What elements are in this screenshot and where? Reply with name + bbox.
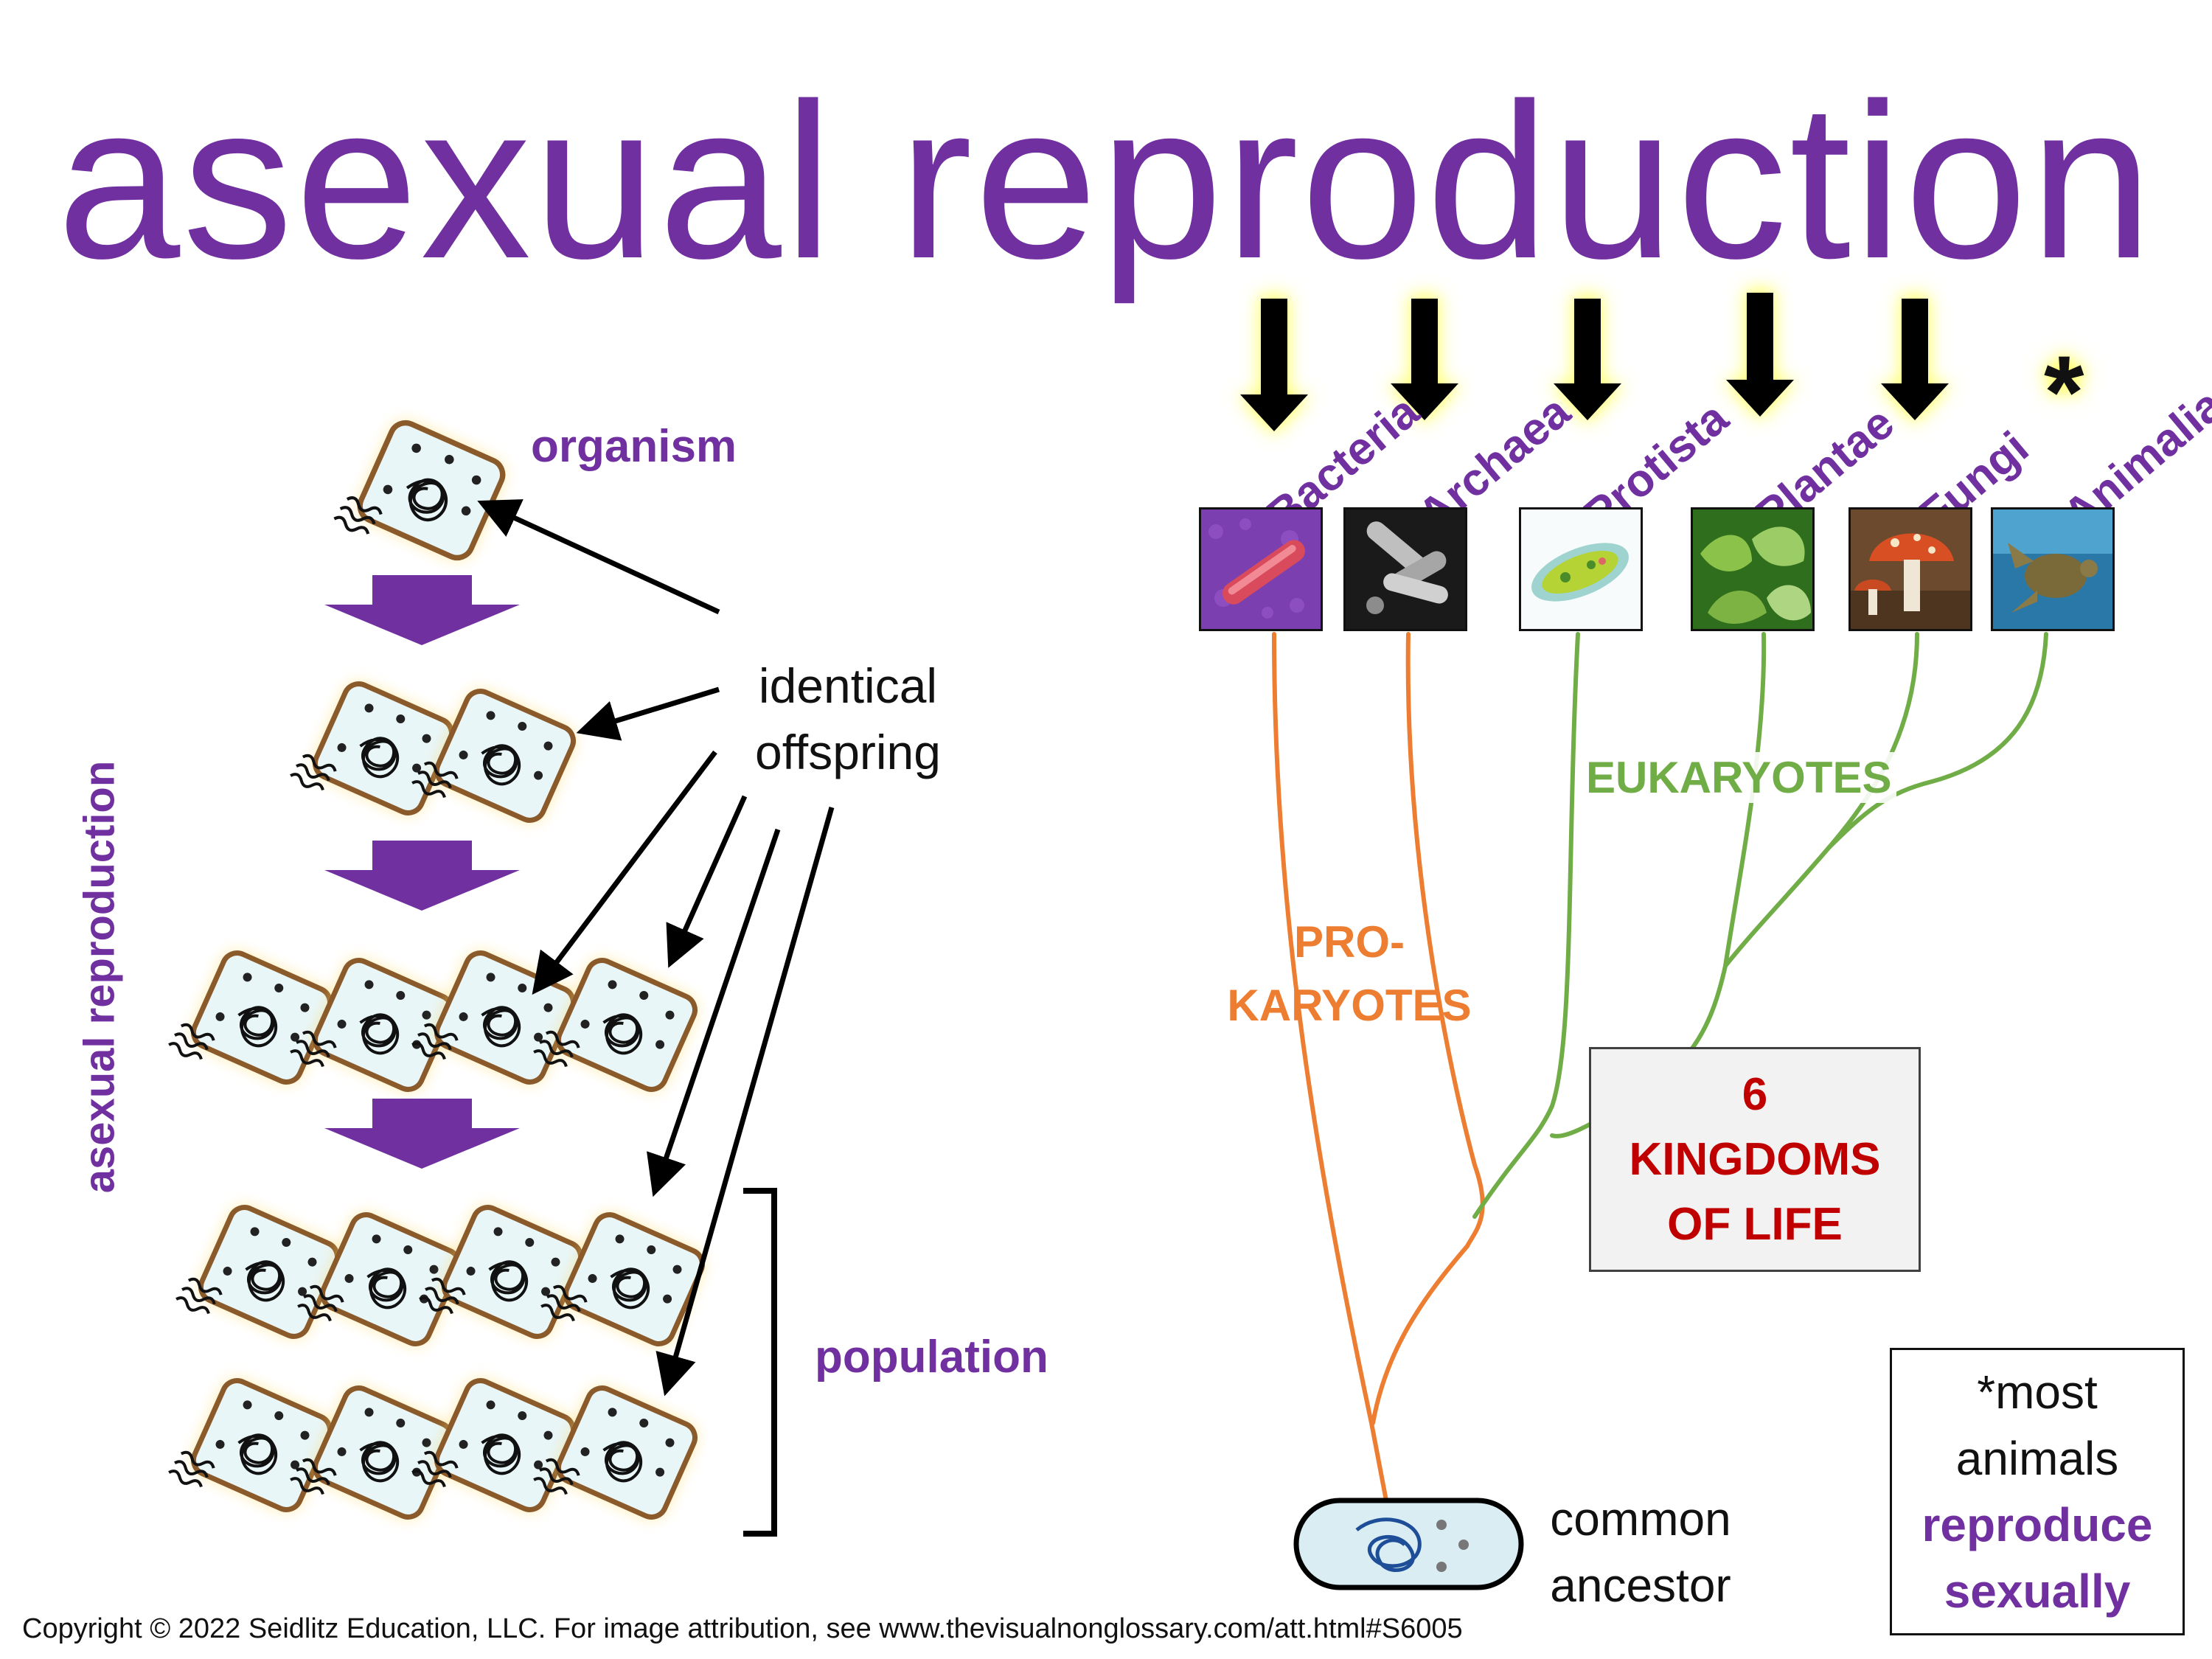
parent-organism <box>333 410 509 579</box>
archaea-photo-icon <box>1343 507 1467 631</box>
down-arrow-icon <box>324 1099 520 1169</box>
six-kingdoms-box: 6 KINGDOMS OF LIFE <box>1589 1047 1921 1272</box>
population-bracket <box>743 1188 777 1537</box>
branch-prokaryote-join <box>1371 1244 1470 1425</box>
protist-photo-icon <box>1519 507 1643 631</box>
branch-protista <box>1472 632 1580 1219</box>
down-arrow-icon <box>1237 295 1311 435</box>
common-ancestor-label: common ancestor <box>1530 1486 1751 1618</box>
generation-arrows <box>324 575 520 1169</box>
down-arrow-icon <box>1388 295 1461 424</box>
six-kingdoms-line-1: 6 <box>1742 1068 1768 1120</box>
six-kingdoms-line-2: KINGDOMS <box>1629 1133 1881 1185</box>
kingdom-arrows <box>1237 289 1952 435</box>
prokaryotes-label: PRO- KARYOTES <box>1224 911 1475 1037</box>
population-cells <box>167 1194 709 1537</box>
common-ancestor-line-2: ancestor <box>1550 1559 1731 1612</box>
note-line-2: animals <box>1955 1432 2119 1485</box>
note-line-4: sexually <box>1944 1565 2131 1618</box>
common-ancestor-cell <box>1293 1498 1524 1590</box>
branch-bacteria <box>1272 632 1388 1503</box>
organism-label: organism <box>531 421 737 472</box>
down-arrow-icon <box>1551 295 1624 424</box>
six-kingdoms-line-3: OF LIFE <box>1667 1198 1843 1250</box>
population-label: population <box>815 1332 1048 1382</box>
page-title: asexual reproduction <box>57 57 2155 305</box>
generation-2-cells <box>289 671 580 840</box>
animals-note-box: *most animals reproduce sexually <box>1890 1348 2185 1635</box>
offspring-pointer-lines <box>477 499 835 1397</box>
identical-offspring-line-2: offspring <box>755 725 941 779</box>
note-line-3: reproduce <box>1921 1498 2153 1551</box>
prokaryotes-line-2: KARYOTES <box>1227 981 1472 1030</box>
down-arrow-icon <box>1878 295 1952 424</box>
copyright-notice: Copyright © 2022 Seidlitz Education, LLC… <box>22 1613 1463 1644</box>
plant-leaves-photo-icon <box>1691 507 1815 631</box>
down-arrow-icon <box>324 841 520 911</box>
prokaryotes-line-1: PRO- <box>1294 917 1405 967</box>
generation-3-cells <box>167 940 702 1109</box>
identical-offspring-label: identical offspring <box>737 653 959 785</box>
common-ancestor-line-1: common <box>1550 1492 1731 1545</box>
branch-archaea <box>1405 632 1485 1248</box>
asexual-reproduction-side-label: asexual reproduction <box>75 760 124 1194</box>
mushroom-photo-icon <box>1848 507 1972 631</box>
note-line-1: *most <box>1977 1366 2098 1419</box>
bacterium-photo-icon <box>1199 507 1323 631</box>
animalia-asterisk: * <box>2044 334 2084 450</box>
down-arrow-icon <box>1723 289 1797 420</box>
eukaryotes-label: EUKARYOTES <box>1582 752 1896 803</box>
down-arrow-icon <box>324 575 520 645</box>
branch-animalia <box>1826 632 2048 850</box>
identical-offspring-line-1: identical <box>758 658 938 713</box>
sea-turtle-photo-icon <box>1991 507 2115 631</box>
